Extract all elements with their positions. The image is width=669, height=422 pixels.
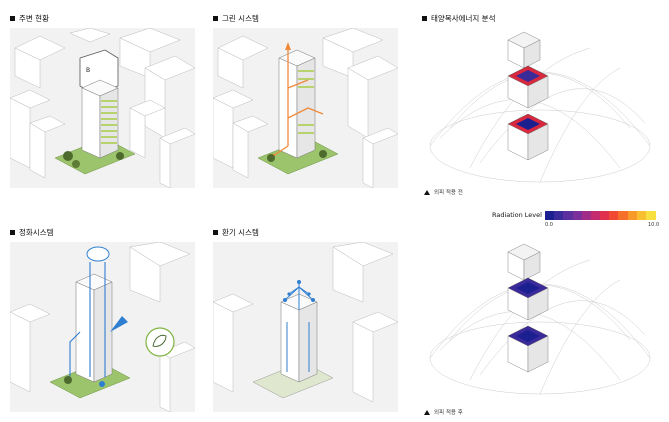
legend-max: 10.0 [648,222,660,228]
panel-title-solar: 태양복사에너지 분석 [422,14,495,23]
square-bullet-icon [422,16,427,21]
legend-swatch [618,211,629,220]
square-bullet-icon [10,230,15,235]
panel-title-context: 주변 현황 [10,14,49,23]
panel-title-vent: 환기 시스템 [213,228,259,237]
legend-swatch [563,211,574,220]
triangle-bullet-icon [424,190,430,195]
legend-swatch [627,211,638,220]
legend-swatch [590,211,601,220]
purify-system-diagram [10,242,195,412]
legend-title: Radiation Level [492,211,542,219]
caption-after-text: 외피 적용 후 [434,410,463,416]
legend-swatch [554,211,565,220]
panel-title-vent-text: 환기 시스템 [222,228,259,237]
solar-after-diagram [429,243,651,395]
legend-min: 0.0 [545,222,553,228]
square-bullet-icon [10,16,15,21]
panel-title-green: 그린 시스템 [213,14,259,23]
square-bullet-icon [213,230,218,235]
legend-swatch [600,211,610,220]
green-system-diagram [213,28,398,188]
legend-swatch [609,211,620,220]
caption-before: 외피 적용 전 [424,188,463,196]
legend-swatch [581,211,592,220]
legend-swatch [636,211,647,220]
caption-before-text: 외피 적용 전 [434,190,463,196]
panel-title-green-text: 그린 시스템 [222,14,259,23]
block-b-label: B [86,67,90,74]
legend-swatch [545,211,555,220]
solar-before-diagram [429,31,651,183]
triangle-bullet-icon [424,410,430,415]
panel-title-solar-text: 태양복사에너지 분석 [431,14,496,23]
caption-after: 외피 적용 후 [424,408,463,416]
legend-swatch [572,211,583,220]
square-bullet-icon [213,16,218,21]
panel-title-context-text: 주변 현황 [19,14,49,23]
vent-system-diagram [213,242,398,412]
context-diagram: B [10,28,195,188]
panel-title-purify-text: 정화시스템 [19,228,54,237]
legend-swatch [645,211,656,220]
panel-title-purify: 정화시스템 [10,228,54,237]
